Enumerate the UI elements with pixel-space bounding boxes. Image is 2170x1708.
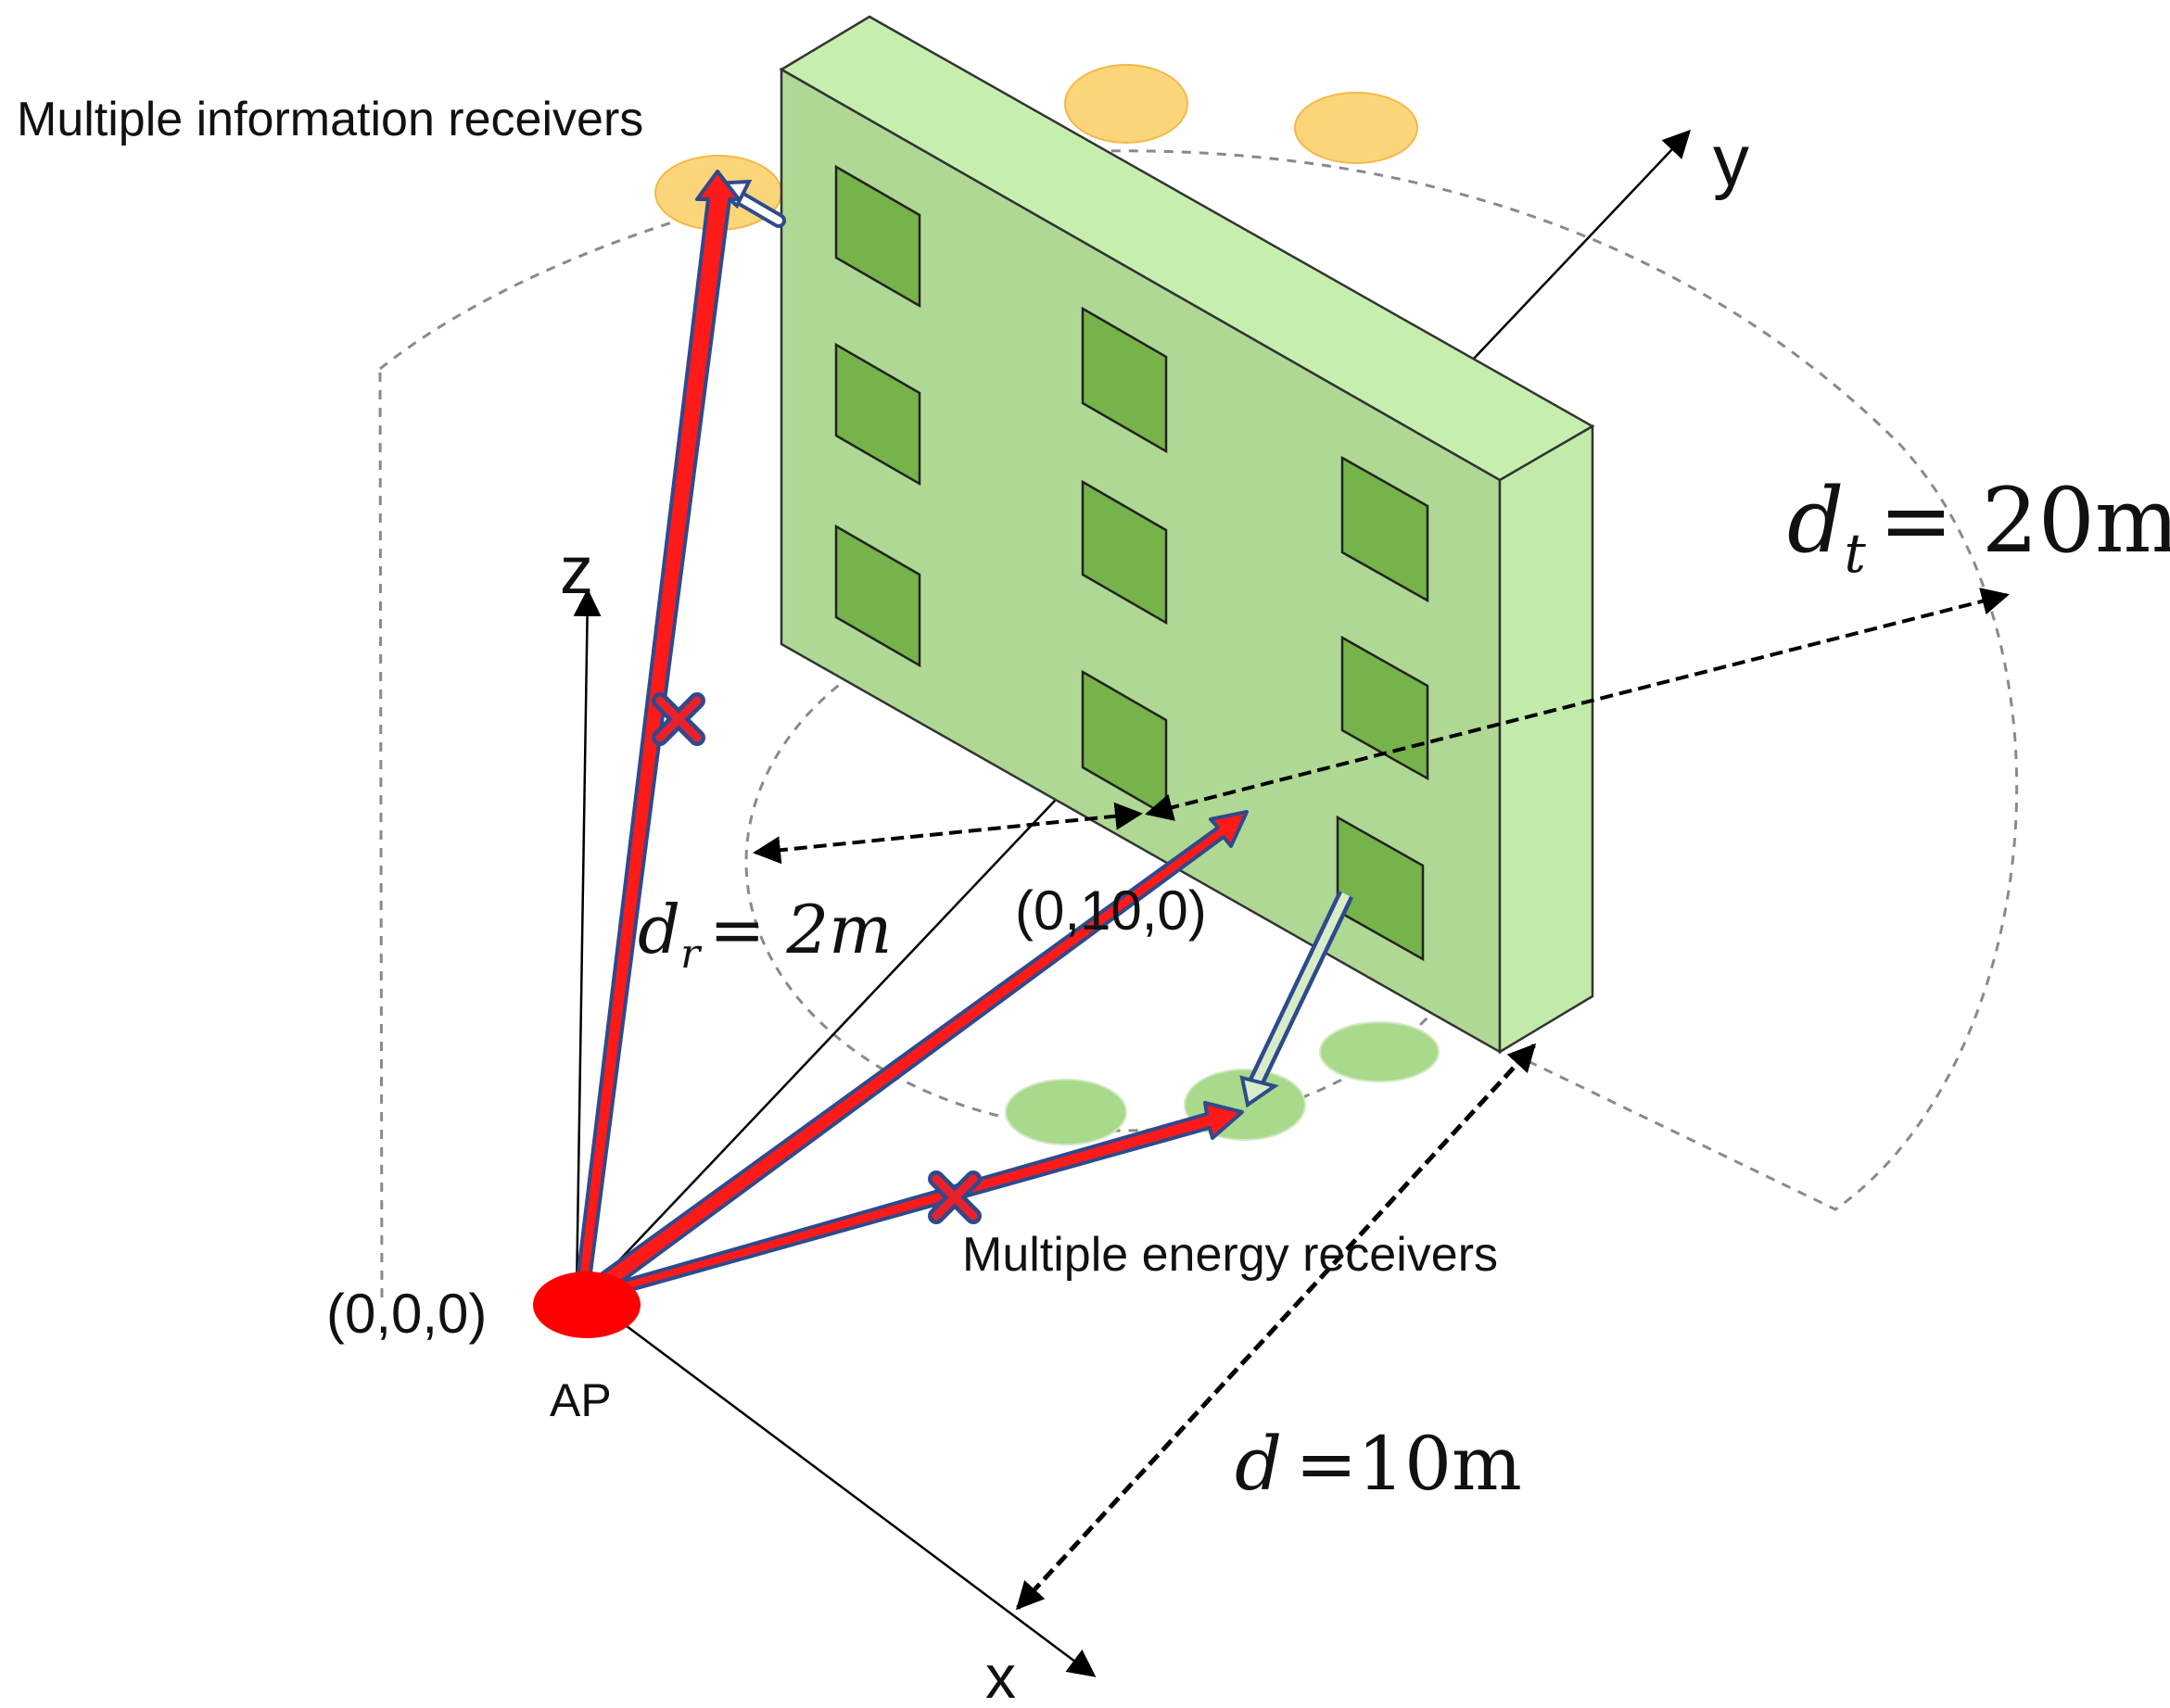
energy-receiver xyxy=(1005,1079,1127,1145)
d-dimension-arrow xyxy=(1015,1043,1537,1611)
direct-link-to-ris xyxy=(577,810,1249,1304)
dr-equation: dr= 2m xyxy=(638,891,892,978)
access-point xyxy=(533,1272,641,1338)
dr-dimension-arrow xyxy=(753,802,1143,865)
dt-dimension-arrow xyxy=(1145,588,2010,821)
info-receiver xyxy=(1294,92,1418,164)
info-receiver xyxy=(1064,64,1188,144)
energy-receiver xyxy=(1319,1021,1440,1082)
ris-coordinate-label: (0,10,0) xyxy=(1015,879,1207,942)
window xyxy=(834,524,921,668)
origin-coordinate-label: (0,0,0) xyxy=(326,1283,487,1345)
transmit-sector-boundary xyxy=(378,149,2019,1298)
ap-label: AP xyxy=(550,1374,612,1426)
z-axis-label: z xyxy=(560,534,593,608)
window xyxy=(834,342,921,487)
energy-receivers-label: Multiple energy receivers xyxy=(962,1228,1498,1282)
window xyxy=(834,164,921,309)
building-side-face xyxy=(1498,424,1594,1055)
x-axis-label: x xyxy=(985,1642,1016,1708)
d-equation: d=10m xyxy=(1235,1421,1522,1507)
window xyxy=(1336,815,1425,962)
dt-equation: dt= 20m xyxy=(1787,469,2170,585)
info-receivers-label: Multiple information receivers xyxy=(17,93,643,146)
y-axis-label: y xyxy=(1713,120,1749,201)
blocked-markers-inner xyxy=(655,696,978,1221)
z-axis xyxy=(573,588,602,1294)
window xyxy=(1081,306,1168,454)
x-axis xyxy=(585,1294,1097,1677)
